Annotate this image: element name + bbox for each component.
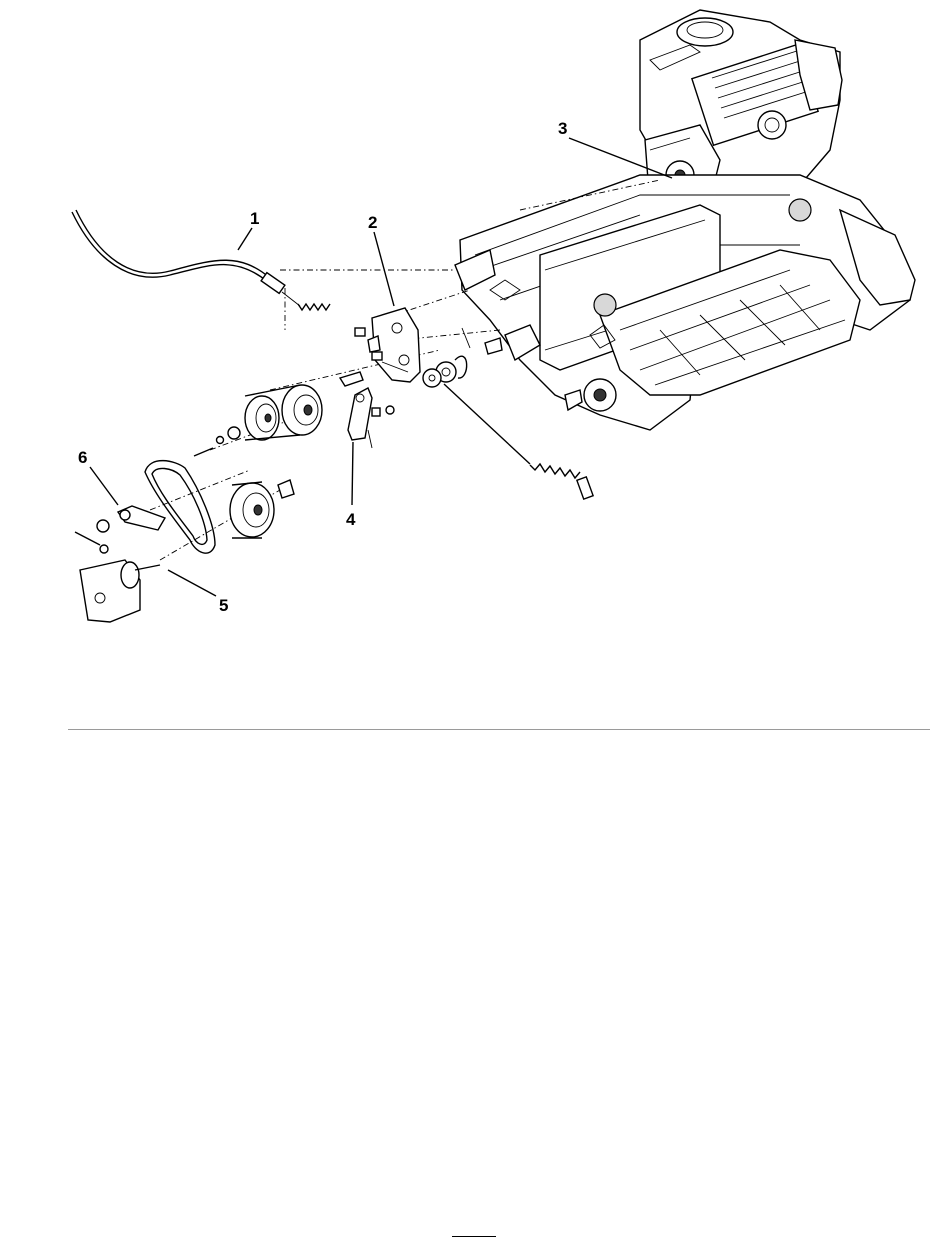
exploded-parts-diagram: 1 2 3 4 5 6 xyxy=(0,0,950,740)
cable xyxy=(72,210,300,306)
reel-housing xyxy=(75,532,160,622)
lever xyxy=(97,506,165,532)
callout-5: 5 xyxy=(219,596,228,615)
section-divider xyxy=(68,729,930,730)
callout-2: 2 xyxy=(368,213,377,232)
mower-frame xyxy=(455,175,915,430)
callout-3: 3 xyxy=(558,119,567,138)
idler-arm xyxy=(340,372,394,448)
belt xyxy=(145,461,215,554)
callout-4: 4 xyxy=(346,510,356,529)
callout-6: 6 xyxy=(78,448,87,467)
pulleys xyxy=(194,385,322,538)
bracket-plate xyxy=(368,308,420,382)
page-footer-rule xyxy=(452,1236,496,1237)
spring xyxy=(298,304,330,310)
callout-1: 1 xyxy=(250,209,259,228)
